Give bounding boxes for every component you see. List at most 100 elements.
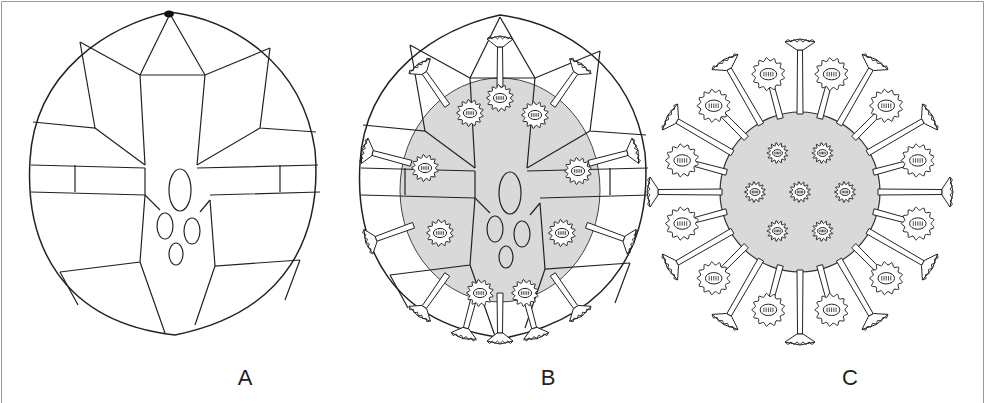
trumpet-opening — [795, 189, 805, 196]
trumpet-stalk — [375, 222, 414, 241]
trumpet-frill — [632, 138, 640, 163]
trumpet-frill — [662, 104, 678, 130]
trumpet-hatching — [882, 103, 891, 108]
trumpet-frill — [862, 54, 888, 70]
trumpet-frill — [648, 177, 651, 207]
trumpet-hatching — [558, 231, 565, 235]
trumpet-opening — [493, 93, 506, 102]
trumpet-cup — [752, 58, 785, 91]
trumpet-cup — [548, 219, 575, 246]
trumpet-cup — [511, 279, 538, 306]
trumpet-opening — [773, 228, 783, 235]
trumpet-opening — [840, 189, 850, 196]
trumpet-frill — [360, 138, 368, 163]
trumpet-cup — [411, 154, 438, 181]
trumpet-hatching — [882, 276, 891, 281]
trumpet-hatching — [764, 72, 773, 77]
trumpet-hatching — [521, 291, 528, 295]
trumpet-opening — [518, 288, 531, 297]
trumpet-cup — [697, 262, 730, 295]
trumpet-cap — [921, 104, 937, 130]
trumpet-cap — [647, 177, 658, 207]
trumpet-hatching — [797, 191, 802, 194]
trumpet-cup — [466, 279, 493, 306]
trumpet-opening — [773, 150, 783, 157]
trumpet-hatching — [764, 308, 773, 313]
trumpet-opening — [705, 273, 722, 284]
trumpet-cap — [409, 59, 430, 75]
trumpet-opening — [818, 228, 828, 235]
trumpet-cup — [521, 101, 548, 128]
trumpet-opening — [878, 273, 895, 284]
trumpet-stalk — [878, 189, 942, 195]
trumpet-hatching — [913, 158, 922, 163]
trumpet-cup — [812, 143, 833, 164]
trumpet-opening — [571, 166, 584, 175]
trumpet-cup — [666, 207, 699, 240]
trumpet-hatching — [678, 221, 687, 226]
panel-letter: C — [842, 367, 858, 389]
trumpet-opening — [760, 68, 777, 79]
trumpet-hatching — [827, 308, 836, 313]
trumpet-frill — [409, 58, 430, 73]
trumpet-stalk — [585, 222, 624, 241]
trumpet-opening — [418, 163, 431, 172]
trumpet-cap — [712, 55, 738, 71]
trumpet-stalk — [497, 47, 503, 87]
trumpet-frill — [862, 314, 888, 330]
panel-letter: A — [238, 367, 253, 389]
trumpet-cap — [663, 104, 679, 130]
trumpet-cap — [942, 177, 953, 207]
trumpet-cup — [426, 219, 453, 246]
trumpet-cup — [815, 58, 848, 91]
trumpet-hatching — [752, 191, 757, 194]
trumpet-cup — [767, 143, 788, 164]
trumpet-stalk — [658, 189, 722, 195]
trumpet-opening — [910, 155, 927, 166]
trumpet-hatching — [820, 230, 825, 233]
trumpet-cup — [815, 293, 848, 326]
trumpet-cap — [785, 334, 815, 345]
trumpet-frill — [922, 104, 938, 130]
trumpet-cap — [862, 55, 888, 71]
trumpet-frill — [487, 36, 513, 39]
trumpet-frill — [570, 306, 591, 321]
trumpet-stalk — [550, 71, 577, 107]
trumpet-opening — [705, 100, 722, 111]
trumpet-hatching — [827, 72, 836, 77]
trumpet-frill — [363, 229, 373, 253]
trumpet-hatching — [820, 152, 825, 155]
theca-plates-figure — [30, 11, 320, 336]
trumpet-cup — [456, 99, 483, 126]
trumpet-cup — [486, 84, 513, 111]
trumpet-stalk — [497, 293, 503, 333]
trumpet-frill — [627, 229, 637, 253]
trumpet-cup — [744, 181, 765, 202]
trumpet-hatching — [709, 103, 718, 108]
trumpet-hatching — [436, 231, 443, 235]
trumpet-opening — [674, 218, 691, 229]
trumpet-hatching — [842, 191, 847, 194]
trumpet-cup — [812, 220, 833, 241]
trumpet-frill — [451, 333, 476, 341]
trumpet-hatching — [421, 166, 428, 170]
trumpet-cup — [870, 262, 903, 295]
trumpet-hatching — [496, 96, 503, 100]
trumpet-frill — [570, 58, 591, 73]
trumpet-frill — [524, 333, 549, 341]
trumpet-cap — [712, 313, 738, 329]
trumpet-frill — [922, 254, 938, 280]
trumpet-stalk — [372, 151, 412, 167]
trumpet-hatching — [574, 169, 581, 173]
trumpet-opening — [878, 100, 895, 111]
trumpet-stalk — [422, 71, 449, 107]
trumpet-cup — [870, 89, 903, 122]
trumpet-opening — [555, 228, 568, 237]
trumpet-stalk — [588, 151, 628, 167]
trumpet-frill — [409, 306, 430, 321]
trumpet-frill — [662, 254, 678, 280]
trumpet-opening — [750, 189, 760, 196]
trumpet-cup — [789, 181, 810, 202]
trumpet-hatching — [466, 111, 473, 115]
